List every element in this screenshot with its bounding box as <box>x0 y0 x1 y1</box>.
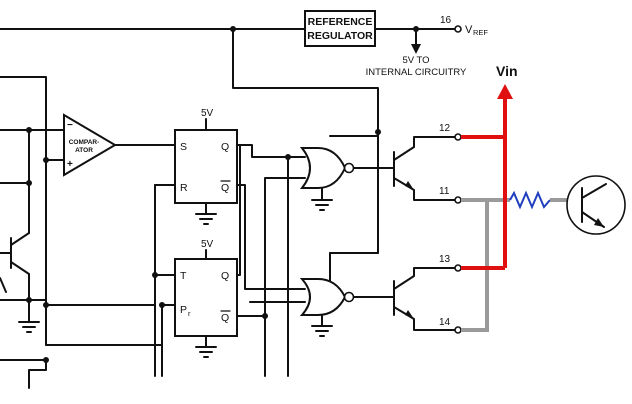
sr-supply-label: 5V <box>201 108 214 119</box>
pin-11 <box>454 196 462 204</box>
reference-regulator-label-2: REGULATOR <box>307 30 373 42</box>
resistor <box>509 190 551 210</box>
reference-regulator-section: REFERENCE REGULATOR 16 V REF 5V TO INTER… <box>0 10 488 135</box>
internal-circuitry-label-1: 5V TO <box>402 55 429 66</box>
t-q-label: Q <box>221 270 229 282</box>
vref-subscript: REF <box>473 28 488 37</box>
comparator-label-1: COMPAR- <box>69 139 100 146</box>
sr-q-label: Q <box>221 141 229 153</box>
external-load <box>509 175 626 235</box>
sr-qbar-label: Q <box>221 182 229 194</box>
t-pr-subscript: r <box>188 309 191 318</box>
comparator-plus: + <box>67 159 73 170</box>
vref-label: V <box>465 24 473 36</box>
sr-flip-flop: 5V S R Q Q <box>154 108 238 225</box>
internal-circuitry-label-2: INTERNAL CIRCUITRY <box>366 67 467 78</box>
t-qbar-label: Q <box>221 312 229 324</box>
pin-13-label: 13 <box>439 254 451 265</box>
sr-s-label: S <box>180 141 187 153</box>
t-supply-label: 5V <box>201 239 214 250</box>
sr-r-label: R <box>180 182 188 194</box>
t-pr-label: P <box>180 304 187 316</box>
vref-pin-number: 16 <box>440 15 452 26</box>
pin-12-label: 12 <box>439 123 451 134</box>
comparator: − + COMPAR- ATOR <box>63 113 176 177</box>
pin-14 <box>454 326 462 334</box>
output-bus <box>461 198 510 332</box>
left-input-wiring <box>0 76 65 389</box>
pin-14-label: 14 <box>439 317 451 328</box>
comparator-label-2: ATOR <box>75 147 93 154</box>
pin-11-label: 11 <box>439 186 450 197</box>
vref-pin <box>454 25 462 33</box>
comparator-minus: − <box>67 120 73 131</box>
pin-13 <box>454 264 462 272</box>
pin-12 <box>454 133 462 141</box>
t-t-label: T <box>180 270 187 282</box>
flip-flop-outputs <box>236 131 379 377</box>
output-transistor-1: 12 11 <box>384 123 462 204</box>
vin-rail: Vin <box>461 63 518 270</box>
reference-regulator-label-1: REFERENCE <box>308 16 373 28</box>
t-flip-flop: 5V T P r Q Q <box>43 184 238 377</box>
nor-gate-lower <box>299 278 386 337</box>
nor-gate-upper <box>299 147 386 211</box>
vin-label: Vin <box>496 63 518 79</box>
vin-arrow <box>497 84 513 99</box>
output-transistor-2: 13 14 <box>384 254 462 334</box>
